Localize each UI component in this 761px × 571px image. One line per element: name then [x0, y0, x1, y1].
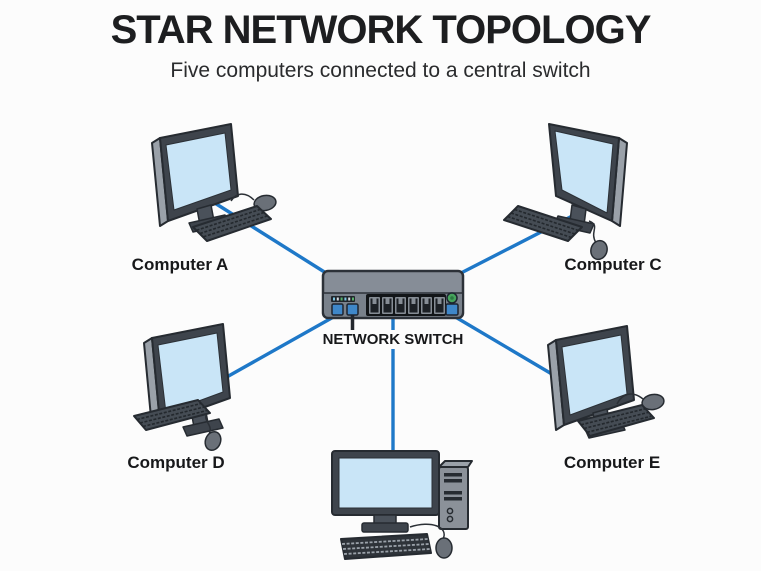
uplink-port-blue: [445, 303, 459, 316]
page-title: STAR NETWORK TOPOLOGY: [110, 8, 652, 52]
led-dot: [352, 297, 354, 301]
rj45-port: [369, 297, 380, 314]
network-switch-label: NETWORK SWITCH: [318, 330, 468, 349]
mouse-cable: [230, 193, 255, 202]
mouse: [590, 239, 608, 261]
mouse-cable: [616, 393, 644, 405]
monitor-screen: [554, 130, 614, 214]
led-dot: [333, 297, 335, 301]
tower-vent: [444, 497, 462, 501]
led-dot: [340, 297, 343, 301]
connection-cables: [208, 198, 582, 454]
computer-d-label: Computer D: [127, 453, 225, 472]
rj45-port: [421, 297, 432, 314]
computer-a-illustration: [151, 123, 277, 242]
rj45-port: [408, 297, 419, 314]
computer-e-illustration: [547, 325, 665, 439]
keyboard-keys: [580, 408, 652, 434]
monitor-screen: [165, 132, 232, 211]
rj45-port: [434, 297, 445, 314]
computer-d-illustration: [133, 323, 231, 451]
monitor-stand-base: [361, 522, 409, 533]
monitor-screen: [157, 332, 224, 414]
mouse: [253, 194, 277, 212]
uplink-port-blue: [346, 303, 359, 316]
keyboard-keys: [341, 538, 431, 555]
monitor-screen: [338, 457, 433, 509]
computer-c-label: Computer C: [564, 255, 662, 274]
cable-computer-a-to-switch: [208, 198, 328, 275]
tower-vent: [444, 479, 462, 483]
mouse-cable: [588, 220, 597, 244]
power-led-core: [450, 296, 454, 300]
led-dot: [348, 297, 351, 301]
uplink-port-blue: [331, 303, 344, 316]
tower-reset-button: [446, 515, 454, 523]
page-subtitle: Five computers connected to a central sw…: [170, 59, 591, 82]
tower-power-button: [446, 507, 454, 515]
computer-c-illustration: [503, 123, 628, 261]
mouse-cable: [409, 523, 445, 540]
tower-vent: [444, 473, 462, 477]
keyboard-keys: [507, 208, 579, 239]
cable-computer-e-to-switch: [450, 313, 564, 382]
computer-center-illustration: [331, 450, 473, 560]
mouse: [435, 537, 453, 559]
rj45-port: [382, 297, 393, 314]
computer-a-label: Computer A: [131, 255, 229, 274]
network-switch-illustration: [321, 269, 465, 333]
led-dot: [344, 297, 347, 301]
mouse: [641, 393, 665, 411]
rj45-port: [395, 297, 406, 314]
keyboard-keys: [196, 208, 268, 238]
tower-vent: [444, 491, 462, 495]
keyboard-keys: [136, 402, 208, 428]
rj45-ports: [369, 297, 445, 314]
computer-e-label: Computer E: [563, 453, 661, 472]
led-dot: [336, 297, 339, 301]
cable-computer-d-to-switch: [223, 313, 339, 380]
mouse: [204, 431, 222, 451]
